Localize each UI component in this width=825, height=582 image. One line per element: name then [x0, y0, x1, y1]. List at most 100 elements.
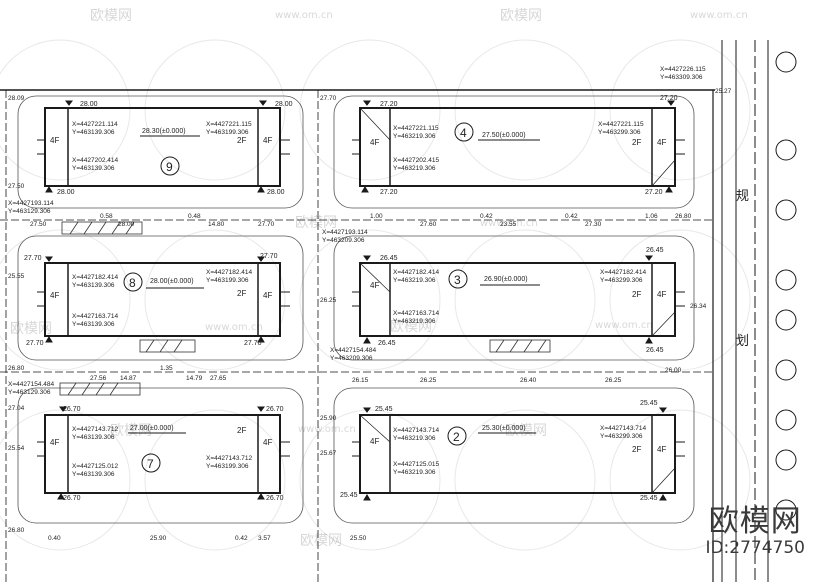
building-7-coord-2x: X=4427143.712 [206, 455, 252, 462]
road-level: 26.00 [665, 367, 682, 374]
road-level: 3.57 [258, 535, 271, 542]
building-4-level-br: 27.20 [645, 189, 663, 196]
road-level: 27.50 [8, 183, 25, 190]
building-4-coord-3y: Y=463219.306 [393, 165, 436, 172]
building-7-floor-c: 4F [263, 438, 272, 447]
watermark-brand-bottom-2: 欧模网 [505, 423, 547, 439]
road-coord-1y: Y=463129.306 [8, 208, 51, 215]
road-level: 0.42 [480, 213, 493, 220]
road-levels-row3: 26.80 0.40 25.90 0.42 3.57 25.50 [8, 527, 367, 542]
building-7-coord-1x: X=4427143.712 [72, 426, 118, 433]
driveways [17, 95, 695, 524]
corner-coord-y: Y=463309.306 [660, 74, 703, 81]
building-9-level-bl: 28.00 [57, 189, 75, 196]
background-circle-pattern [0, 39, 751, 551]
building-9-coord-3x: X=4427202.414 [72, 157, 118, 164]
road-level: 28.00 [118, 221, 135, 228]
building-9 [37, 100, 290, 193]
building-4-floor-c: 4F [657, 138, 666, 147]
building-9-coord-1y: Y=463139.306 [72, 129, 115, 136]
corner-level-b: 26.34 [690, 303, 707, 310]
road-level: 0.48 [188, 213, 201, 220]
building-7-number: 7 [147, 457, 154, 471]
watermark-brand-mid-3: 欧模网 [390, 319, 432, 335]
parking-hatches [59, 221, 551, 396]
road-level: 27.70 [320, 95, 337, 102]
building-3-coord-1x: X=4427182.414 [393, 269, 439, 276]
building-3-floor-c: 4F [657, 290, 666, 299]
site-boundary [0, 89, 715, 582]
building-3-elevation: 26.90(±0.000) [484, 276, 528, 283]
road-coord-2x: X=4427193.114 [322, 229, 368, 236]
building-8-coord-3x: X=4427163.714 [72, 313, 118, 320]
building-2-coord-3x: X=4427125.015 [393, 461, 439, 468]
road-level: 27.65 [210, 375, 227, 382]
building-7-coord-2y: Y=463199.306 [206, 463, 249, 470]
planned-road-label-2: 划 [736, 333, 749, 348]
watermark-brand-top-1: 欧模网 [90, 8, 132, 24]
road-level: 26.40 [520, 377, 537, 384]
road-level: 25.67 [320, 450, 337, 457]
building-4-coord-1y: Y=463219.306 [393, 133, 436, 140]
road-level: 14.87 [120, 375, 137, 382]
building-3-level-bl: 26.45 [378, 340, 396, 347]
brand-logo-text: 欧模网 [708, 504, 802, 539]
building-9-floor-a: 4F [50, 136, 59, 145]
building-3-number: 3 [454, 273, 461, 287]
road-level: 14.79 [186, 375, 203, 382]
building-9-floor-c: 4F [263, 136, 272, 145]
road-levels-left: 28.09 27.50 25.55 26.80 27.04 25.54 [8, 95, 25, 452]
watermark-site-mid-2: www.om.cn [205, 322, 263, 333]
road-level: 27.70 [258, 221, 275, 228]
road-level: 26.25 [420, 377, 437, 384]
building-8-floor-a: 4F [50, 291, 59, 300]
building-2-level-bl: 25.45 [340, 492, 358, 499]
road-level: 26.80 [8, 527, 25, 534]
building-9-coord-3y: Y=463139.306 [72, 165, 115, 172]
building-8-number: 8 [129, 276, 136, 290]
watermark-site-bottom-1: www.om.cn [298, 424, 356, 435]
building-2-coord-1x: X=4427143.714 [393, 427, 439, 434]
road-level: 0.42 [235, 535, 248, 542]
road-levels-mid: 27.70 26.25 25.90 25.67 [320, 95, 337, 457]
road-levels-row2: 27.56 14.87 1.35 14.79 27.65 26.15 26.25… [90, 365, 682, 384]
building-4-number: 4 [460, 126, 467, 140]
building-4-coord-3x: X=4427202.415 [393, 157, 439, 164]
building-9-elevation: 28.30(±0.000) [142, 128, 186, 135]
building-8 [37, 256, 290, 343]
building-9-level-br: 28.00 [267, 189, 285, 196]
building-8-level-br: 27.70 [244, 340, 262, 347]
building-3-level-br: 26.45 [646, 347, 664, 354]
building-2-coord-3y: Y=463219.306 [393, 469, 436, 476]
road-level: 26.80 [8, 365, 25, 372]
corner-level-a: 25.27 [715, 88, 732, 95]
building-3-coord-3y: Y=463219.306 [393, 318, 436, 325]
building-2-level-tr: 25.45 [640, 400, 658, 407]
building-7-floor-a: 4F [50, 438, 59, 447]
building-8-coord-1x: X=4427182.414 [72, 274, 118, 281]
building-8-floor-c: 4F [263, 291, 272, 300]
road-level: 26.25 [605, 377, 622, 384]
building-4 [352, 100, 685, 193]
road-coord-4y: Y=463209.306 [330, 355, 373, 362]
building-8-level-bl: 27.70 [26, 340, 44, 347]
building-4-elevation: 27.50(±0.000) [482, 132, 526, 139]
planned-road [721, 40, 797, 582]
building-2-level-br: 25.45 [640, 495, 658, 502]
road-level: 25.55 [8, 273, 25, 280]
building-2 [352, 407, 685, 501]
building-2-floor-b: 2F [632, 445, 641, 454]
road-level: 27.50 [30, 221, 47, 228]
building-8-level-tr: 27.70 [260, 253, 278, 260]
building-4-level-tr: 27.20 [660, 95, 678, 102]
road-level: 1.06 [645, 213, 658, 220]
building-3-level-tl: 26.45 [380, 255, 398, 262]
road-level: 0.42 [565, 213, 578, 220]
building-3-coord-2y: Y=463299.306 [600, 277, 643, 284]
building-3-coord-1y: Y=463219.306 [393, 277, 436, 284]
building-9-coord-2x: X=4427221.115 [206, 121, 252, 128]
watermark-site-top-1: www.om.cn [275, 10, 333, 21]
planned-road-label-1: 规 [736, 188, 749, 203]
watermark-brand-bottom-3: 欧模网 [300, 533, 342, 549]
building-9-level-tr: 28.00 [275, 101, 293, 108]
